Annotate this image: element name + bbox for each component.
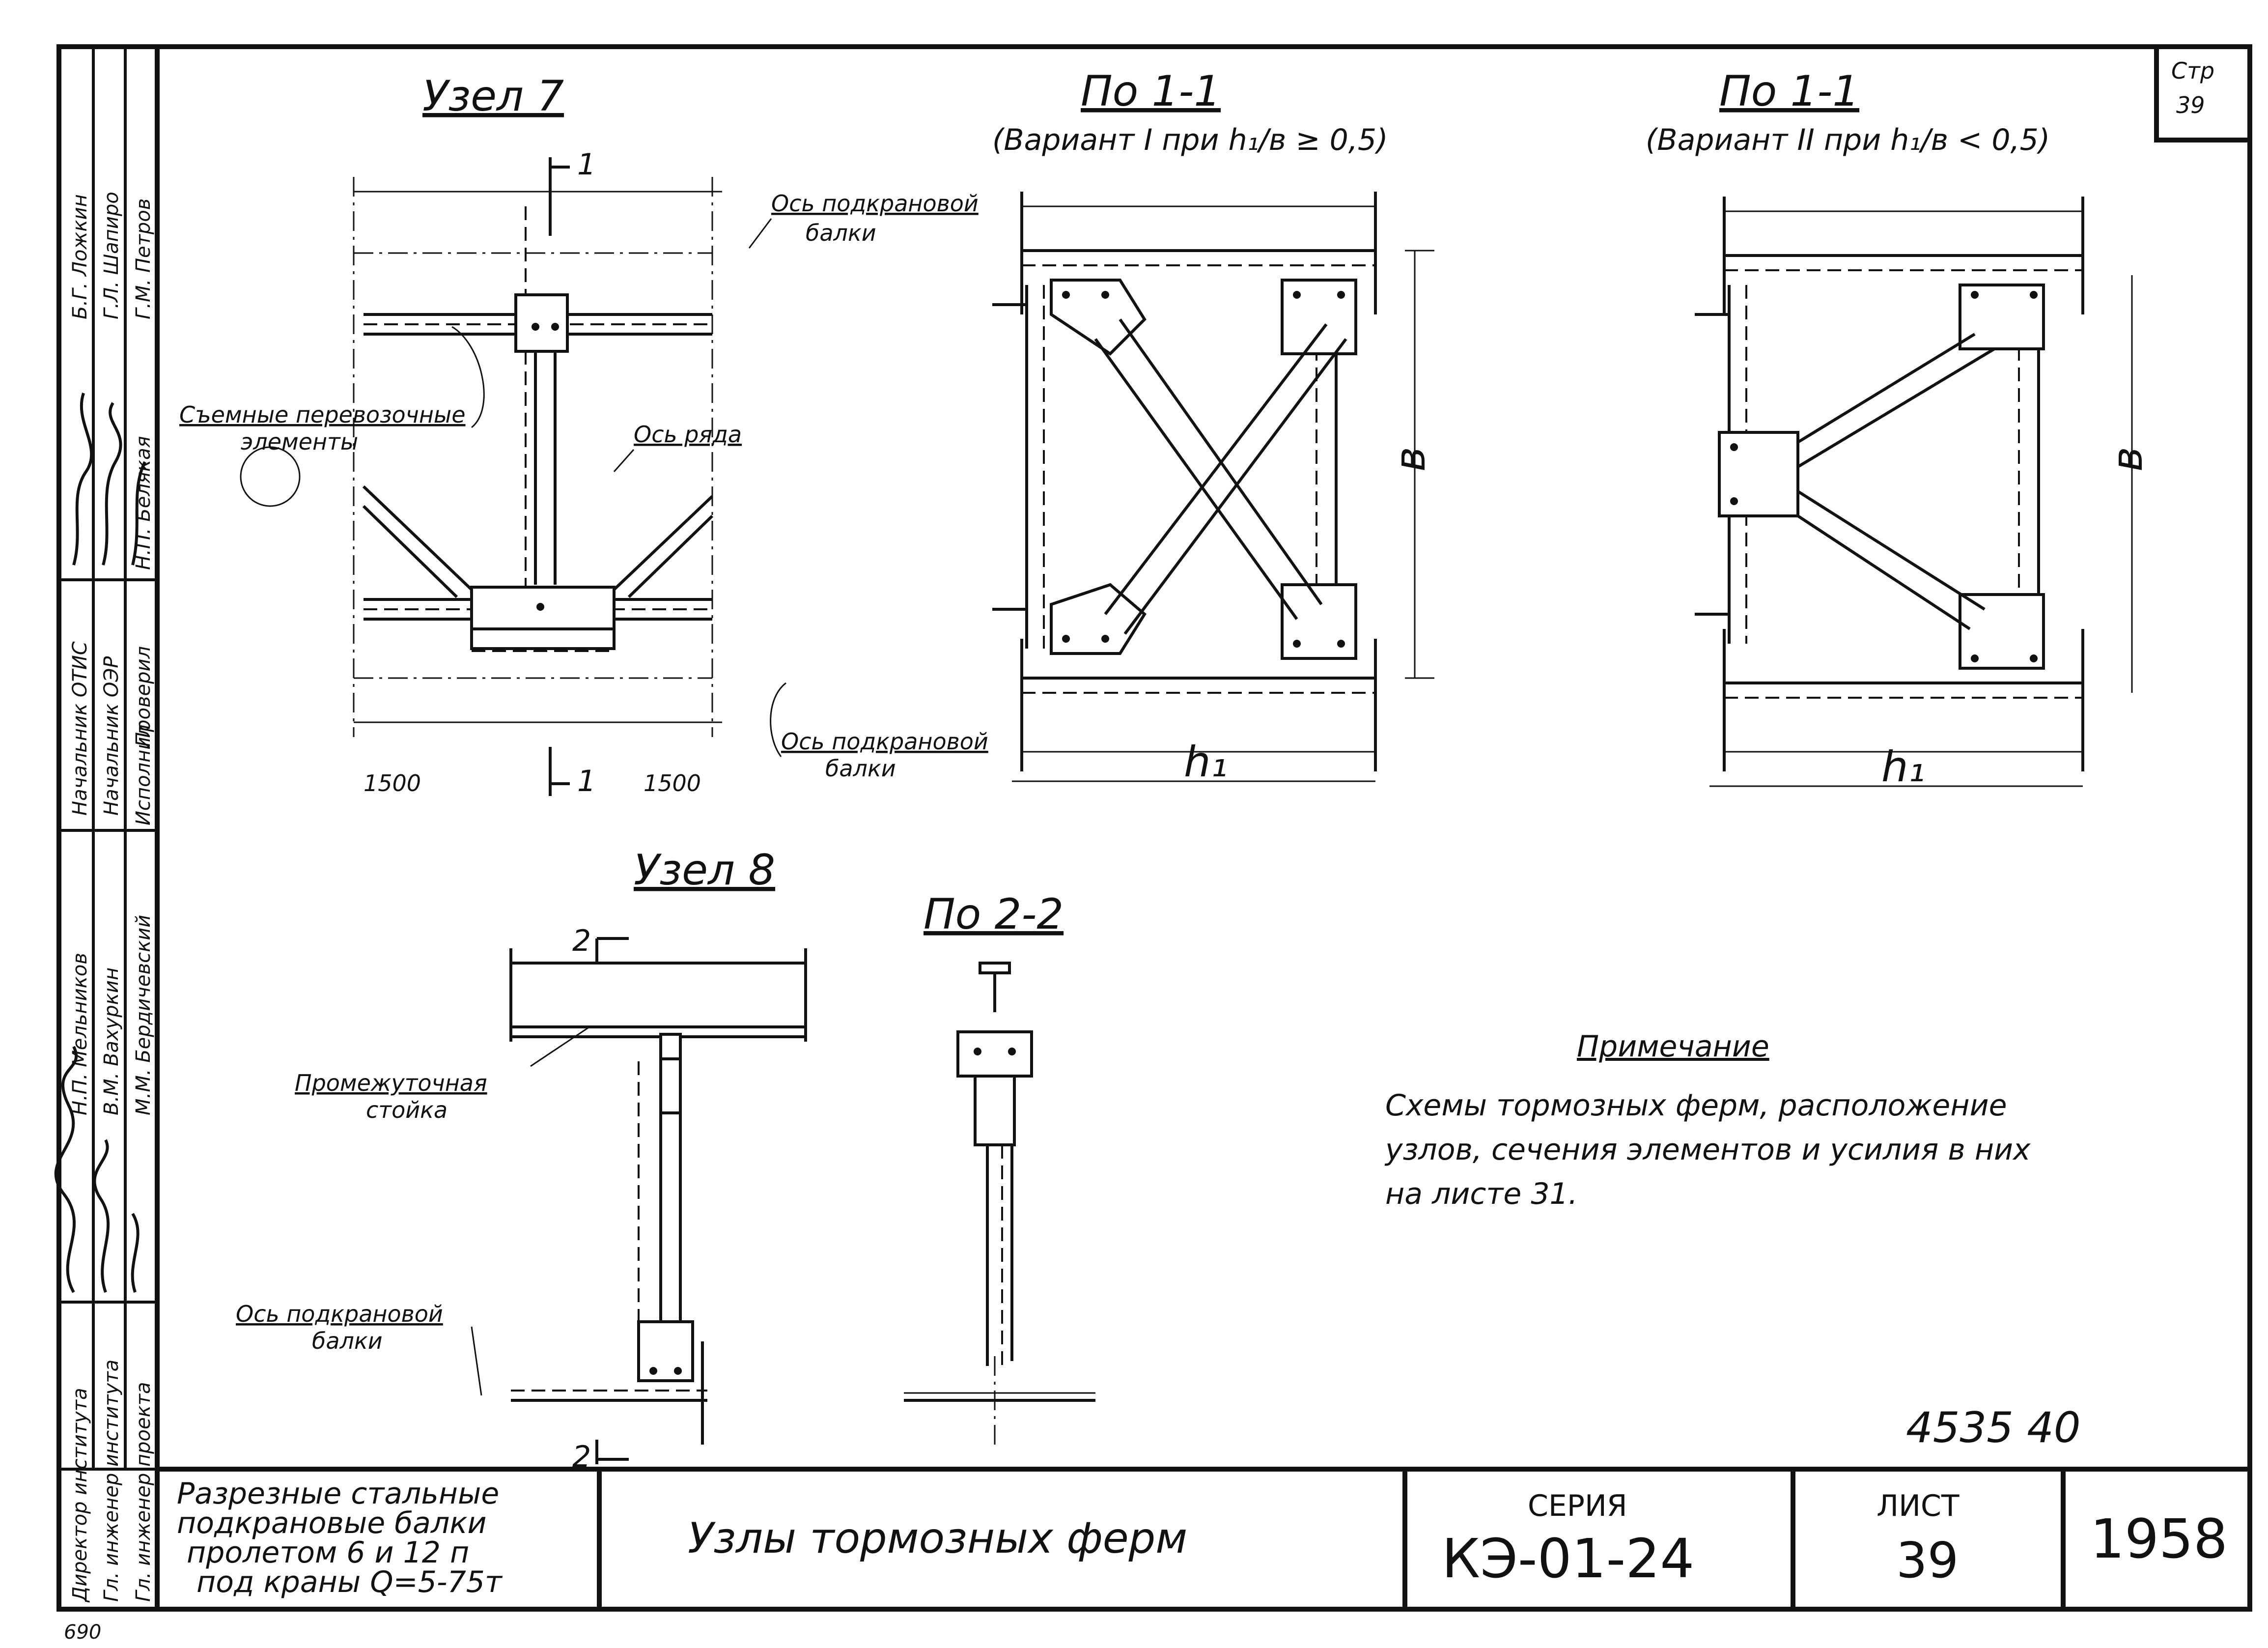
node8-axis-1: Ось подкрановой — [236, 1301, 443, 1327]
title-desc-4: под краны Q=5-75т — [196, 1565, 503, 1599]
section1b-drawing: По 1-1 (Вариант II при h₁/в < 0,5) — [1646, 67, 2152, 792]
drawing-title: Узлы тормозных ферм — [688, 1514, 1187, 1563]
node7-title: Узел 7 — [422, 72, 564, 121]
section1b-subtitle: (Вариант II при h₁/в < 0,5) — [1646, 123, 2050, 157]
title-desc-3: пролетом 6 и 12 п — [187, 1535, 469, 1570]
section1-dim-width: h₁ — [1184, 738, 1228, 787]
marker-circle — [240, 446, 301, 507]
sheet-label: ЛИСТ — [1876, 1489, 1960, 1523]
section1-title: По 1-1 — [1081, 67, 1221, 116]
node7-section-bottom: 1 — [577, 764, 596, 798]
node7-removable-2: элементы — [241, 428, 358, 455]
stamp-lower-role-2: Гл. инженер института — [100, 1360, 123, 1602]
sheet-value: 39 — [1896, 1532, 1959, 1589]
note-line-2: узлов, сечения элементов и усилия в них — [1384, 1133, 2031, 1167]
title-desc-1: Разрезные стальные — [177, 1477, 499, 1511]
stamp-role-2: Начальник ОЭР — [100, 656, 123, 816]
node7-dim-left: 1500 — [364, 770, 421, 796]
node8-drawing: Узел 8 2 2 Промежуточная стойка Ось подк… — [236, 846, 807, 1474]
stamp-lower-name-1: Н.П. Мельников — [69, 953, 91, 1115]
archive-number: 4535 40 — [1906, 1403, 2081, 1452]
note-line-3: на листе 31. — [1385, 1177, 1578, 1211]
series-label: СЕРИЯ — [1528, 1489, 1627, 1523]
stamp-role-3: Проверил — [132, 646, 155, 747]
side-stamp: Б.Г. Ложкин Г.Л. Шапиро Г.М. Петров Н.П.… — [54, 47, 157, 1603]
signature-1 — [72, 393, 93, 566]
signature-4 — [54, 1046, 78, 1293]
node7-section-top: 1 — [577, 147, 596, 182]
title-block: Разрезные стальные подкрановые балки про… — [157, 1467, 2250, 1609]
node8-post-2: стойка — [366, 1097, 448, 1123]
signature-5 — [93, 1139, 110, 1293]
section2-title: По 2-2 — [924, 890, 1064, 939]
node7-axis-bottom-1: Ось подкрановой — [781, 728, 988, 755]
signature-2 — [102, 402, 122, 566]
stamp-name-1: Б.Г. Ложкин — [69, 194, 91, 319]
section1-drawing: По 1-1 (Вариант I при h₁/в ≥ 0,5) — [992, 67, 1435, 787]
node8-title: Узел 8 — [634, 846, 775, 895]
section1b-dim-width: h₁ — [1881, 742, 1925, 792]
node7-axis-top-1: Ось подкрановой — [771, 190, 979, 217]
corner-mark: 690 — [64, 1621, 101, 1644]
signature-3 — [131, 461, 146, 566]
section1b-dim-height: в — [2103, 447, 2152, 472]
node7-axis-top-2: балки — [806, 220, 876, 246]
sheet-frame — [56, 44, 2252, 1612]
stamp-lower-role-3: Гл. инженер проекта — [132, 1382, 155, 1602]
stamp-lower-role-1: Директор института — [69, 1388, 91, 1603]
page-corner-number: 39 — [2176, 92, 2205, 118]
page-corner-box: Стр 39 — [2154, 47, 2250, 142]
node8-post-1: Промежуточная — [295, 1070, 487, 1096]
stamp-role-4: Исполнил — [132, 724, 155, 825]
note-block: Примечание Схемы тормозных ферм, располо… — [1384, 1029, 2031, 1211]
section1-subtitle: (Вариант I при h₁/в ≥ 0,5) — [992, 123, 1388, 157]
signature-6 — [131, 1213, 140, 1293]
note-title: Примечание — [1577, 1029, 1769, 1064]
node7-axis-bottom-2: балки — [825, 755, 896, 782]
page-corner-label: Стр — [2171, 57, 2214, 84]
section2-drawing: По 2-2 — [904, 890, 1095, 1445]
section1-dim-height: в — [1386, 447, 1435, 472]
node7-dim-right: 1500 — [644, 770, 701, 796]
section1b-title: По 1-1 — [1719, 67, 1859, 116]
title-desc-2: подкрановые балки — [177, 1506, 487, 1540]
stamp-name-2: Г.Л. Шапиро — [100, 192, 123, 319]
node7-drawing: Узел 7 1 — [179, 72, 988, 798]
note-line-1: Схемы тормозных ферм, расположение — [1385, 1088, 2007, 1123]
year: 1958 — [2090, 1507, 2228, 1570]
stamp-lower-name-3: М.М. Бердичевский — [132, 915, 155, 1115]
stamp-name-3: Г.М. Петров — [132, 199, 155, 319]
stamp-role-1: Начальник ОТИС — [69, 641, 91, 816]
node8-axis-2: балки — [312, 1328, 383, 1354]
stamp-lower-name-2: В.М. Вахуркин — [100, 967, 123, 1115]
series-value: КЭ-01-24 — [1442, 1527, 1694, 1590]
node7-removable-1: Съемные перевозочные — [179, 401, 466, 428]
node7-row-axis: Ось ряда — [634, 421, 742, 448]
node8-section-top: 2 — [572, 924, 591, 958]
